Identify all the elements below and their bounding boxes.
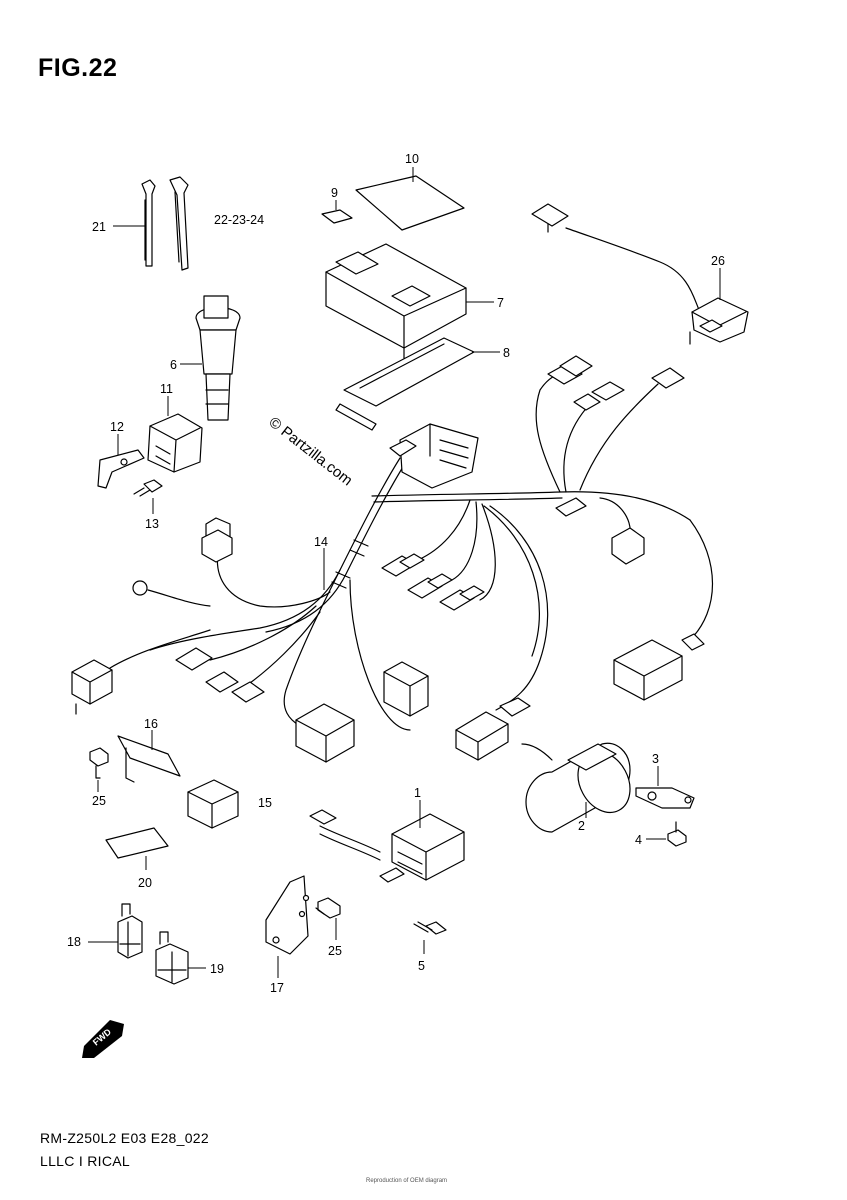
callout-1: 1 (414, 786, 421, 800)
part-25-screw-left[interactable] (89, 747, 109, 779)
callout-15: 15 (258, 796, 272, 810)
callout-6: 6 (170, 358, 177, 372)
callout-18: 18 (67, 935, 81, 949)
part-5-bolt[interactable] (413, 921, 447, 935)
part-9-small-label[interactable] (321, 209, 353, 224)
callout-19: 19 (210, 962, 224, 976)
callout-13: 13 (145, 517, 159, 531)
callout-16: 16 (144, 717, 158, 731)
callout-21: 21 (92, 220, 106, 234)
callout-25-left: 25 (92, 794, 106, 808)
callout-26: 26 (711, 254, 725, 268)
section-name: LLLC I RICAL (40, 1153, 130, 1169)
callout-12: 12 (110, 420, 124, 434)
callout-11: 11 (160, 382, 173, 396)
callout-8: 8 (503, 346, 510, 360)
callout-17: 17 (270, 981, 284, 995)
part-3-bracket[interactable] (635, 787, 695, 809)
part-15-block[interactable] (187, 779, 239, 829)
fine-print: Reproduction of OEM diagram (366, 1178, 448, 1184)
callout-10: 10 (405, 152, 419, 166)
part-2-capacitor[interactable] (521, 742, 640, 833)
part-26-sensor[interactable] (531, 203, 749, 345)
part-25-screw-mid[interactable] (315, 897, 341, 919)
part-4-bolt[interactable] (667, 821, 687, 847)
part-11-connector-block[interactable] (147, 413, 203, 473)
figure-title: FIG.22 (38, 54, 118, 82)
callout-3: 3 (652, 752, 659, 766)
callout-7: 7 (497, 296, 504, 310)
callout-4: 4 (635, 833, 642, 847)
part-1-regulator[interactable] (309, 809, 465, 883)
fwd-direction-arrow: FWD (82, 1020, 124, 1058)
part-13-bolt[interactable] (133, 479, 163, 497)
callout-2: 2 (578, 819, 585, 833)
callout-5: 5 (418, 959, 425, 973)
part-7-ecm-unit[interactable] (325, 243, 467, 359)
diagram-code: RM-Z250L2 E03 E28_022 (40, 1130, 209, 1146)
part-10-label-sheet[interactable] (355, 175, 465, 231)
part-16-plate[interactable] (117, 735, 181, 783)
part-12-bracket[interactable] (97, 449, 145, 489)
part-8-mounting-band[interactable] (335, 337, 475, 431)
callout-9: 9 (331, 186, 338, 200)
part-21-cable-ties[interactable] (141, 176, 189, 271)
part-6-ignition-coil[interactable] (195, 295, 241, 421)
callout-25-mid: 25 (328, 944, 342, 958)
callout-14: 14 (314, 535, 328, 549)
watermark: © Partzilla.com (266, 414, 356, 490)
callout-20: 20 (138, 876, 152, 890)
part-18-terminal-block[interactable] (117, 903, 143, 959)
part-17-bracket[interactable] (265, 875, 310, 955)
part-19-terminal-block[interactable] (155, 931, 189, 985)
callout-22-23-24: 22-23-24 (214, 213, 264, 227)
part-14-wiring-harness[interactable] (71, 355, 714, 763)
part-20-sheet[interactable] (105, 827, 169, 859)
